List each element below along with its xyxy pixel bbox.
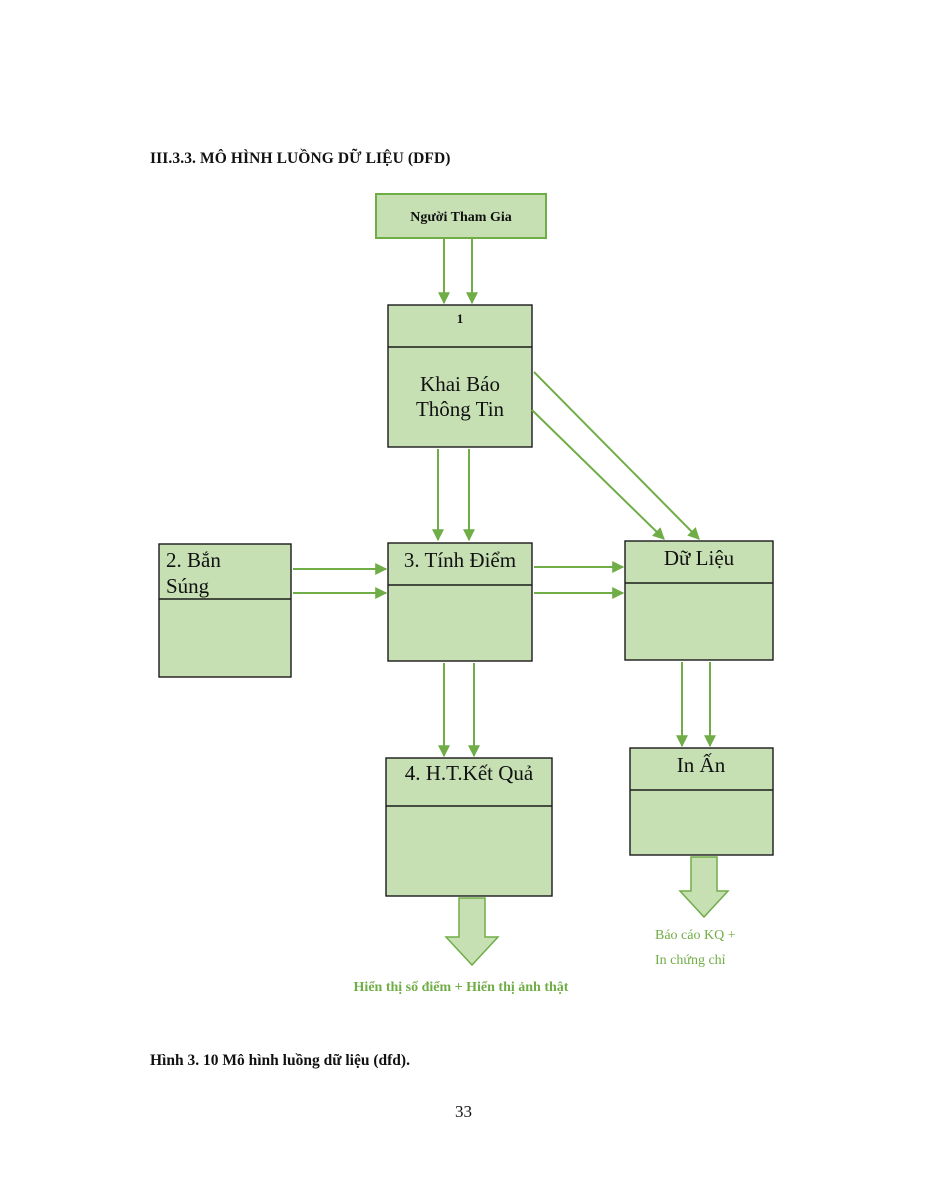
process2-label-line2: Súng [166,574,210,598]
process2-label-line1: 2. Bắn [166,548,221,572]
entity-label: Người Tham Gia [410,210,511,225]
process-in-an: In Ấn [629,747,774,856]
process-ban-sung: 2. Bắn Súng [158,543,292,678]
flow-p1-to-datastore-a [533,371,700,540]
output-report-line1: Báo cáo KQ + [655,928,736,943]
section-heading: III.3.3. MÔ HÌNH LUỒNG DỮ LIỆU (DFD) [150,150,451,167]
process1-number: 1 [457,311,464,326]
output-arrow-report [678,856,730,919]
page-number: 33 [455,1102,472,1121]
process-khai-bao-thong-tin: 1 Khai Báo Thông Tin [387,304,533,448]
process1-label-line1: Khai Báo [420,372,500,396]
datastore-label: Dữ Liệu [664,546,735,570]
datastore-du-lieu: Dữ Liệu [624,540,774,661]
flow-p1-to-datastore-b [531,409,665,540]
process4-label: 4. H.T.Kết Quả [405,761,534,785]
process3-label: 3. Tính Điểm [404,548,516,572]
entity-nguoi-tham-gia: Người Tham Gia [375,193,547,239]
print-label: In Ấn [677,753,726,777]
figure-caption: Hình 3. 10 Mô hình luồng dữ liệu (dfd). [150,1052,410,1069]
process-tinh-diem: 3. Tính Điểm [387,542,533,662]
output-arrow-results [444,897,500,967]
process1-label-line2: Thông Tin [416,397,505,421]
process-ht-ket-qua: 4. H.T.Kết Quả [385,757,553,897]
output-report-line2: In chứng chỉ [655,953,726,968]
output-results-label: Hiển thị số điểm + Hiển thị ảnh thật [354,980,569,995]
